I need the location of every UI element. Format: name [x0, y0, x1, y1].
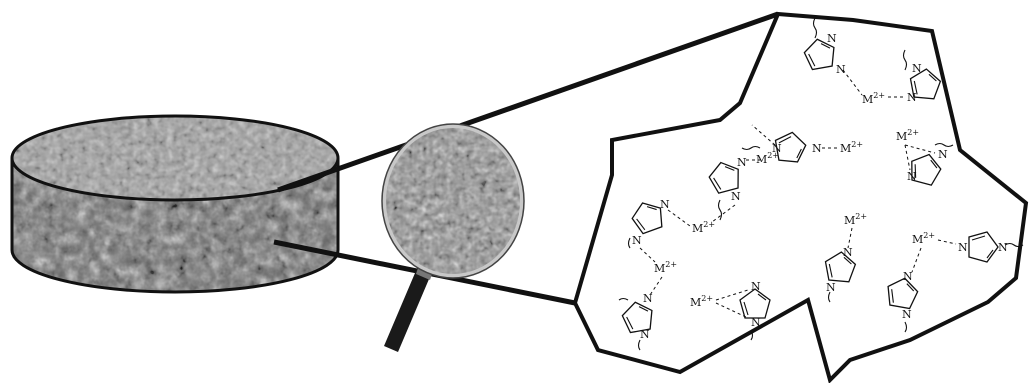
nitrogen-label: N: [643, 292, 653, 305]
nitrogen-label: N: [836, 63, 846, 76]
magnifier-lens-texture: [384, 126, 522, 276]
coordination-network: N N M2+ N N N N M2+ N N M2+ M2+ N N N N: [618, 17, 1024, 351]
nitrogen-label: N: [731, 190, 741, 203]
nitrogen-label: N: [660, 198, 670, 211]
metal-ion-label: M2+: [654, 260, 677, 275]
nitrogen-label: N: [632, 234, 642, 247]
nitrogen-label: N: [827, 32, 837, 45]
nitrogen-label: N: [998, 241, 1008, 254]
metal-ion-label: M2+: [692, 220, 715, 235]
magnifier-rim: [382, 124, 524, 278]
metal-ion-label: M2+: [896, 128, 919, 143]
nitrogen-label: N: [912, 62, 922, 75]
nitrogen-label: N: [772, 142, 782, 155]
nitrogen-label: N: [907, 91, 917, 104]
nitrogen-label: N: [812, 142, 822, 155]
nitrogen-label: N: [958, 241, 968, 254]
nitrogen-label: N: [938, 148, 948, 161]
metal-ion-label: M2+: [756, 151, 779, 166]
nitrogen-label: N: [907, 170, 917, 183]
porous-monolith-disk: [10, 114, 340, 294]
nitrogen-label: N: [751, 280, 761, 293]
metal-ion-label: M2+: [862, 91, 885, 106]
polymer-network-outline: [572, 11, 1029, 383]
nitrogen-label: N: [737, 156, 747, 169]
metal-ion-label: M2+: [840, 140, 863, 155]
metal-ion-label: M2+: [912, 231, 935, 246]
nitrogen-label: N: [903, 270, 913, 283]
metal-ion-label: M2+: [844, 212, 867, 227]
nitrogen-label: N: [843, 246, 853, 259]
metal-ion-label: M2+: [690, 294, 713, 309]
nitrogen-label: N: [902, 308, 912, 321]
nitrogen-label: N: [751, 316, 761, 329]
nitrogen-label: N: [826, 281, 836, 294]
magnifier-handle: [384, 266, 432, 352]
magnifying-glass: [381, 123, 525, 352]
polymer-tethers: [618, 17, 1024, 351]
nitrogen-label: N: [640, 328, 650, 341]
